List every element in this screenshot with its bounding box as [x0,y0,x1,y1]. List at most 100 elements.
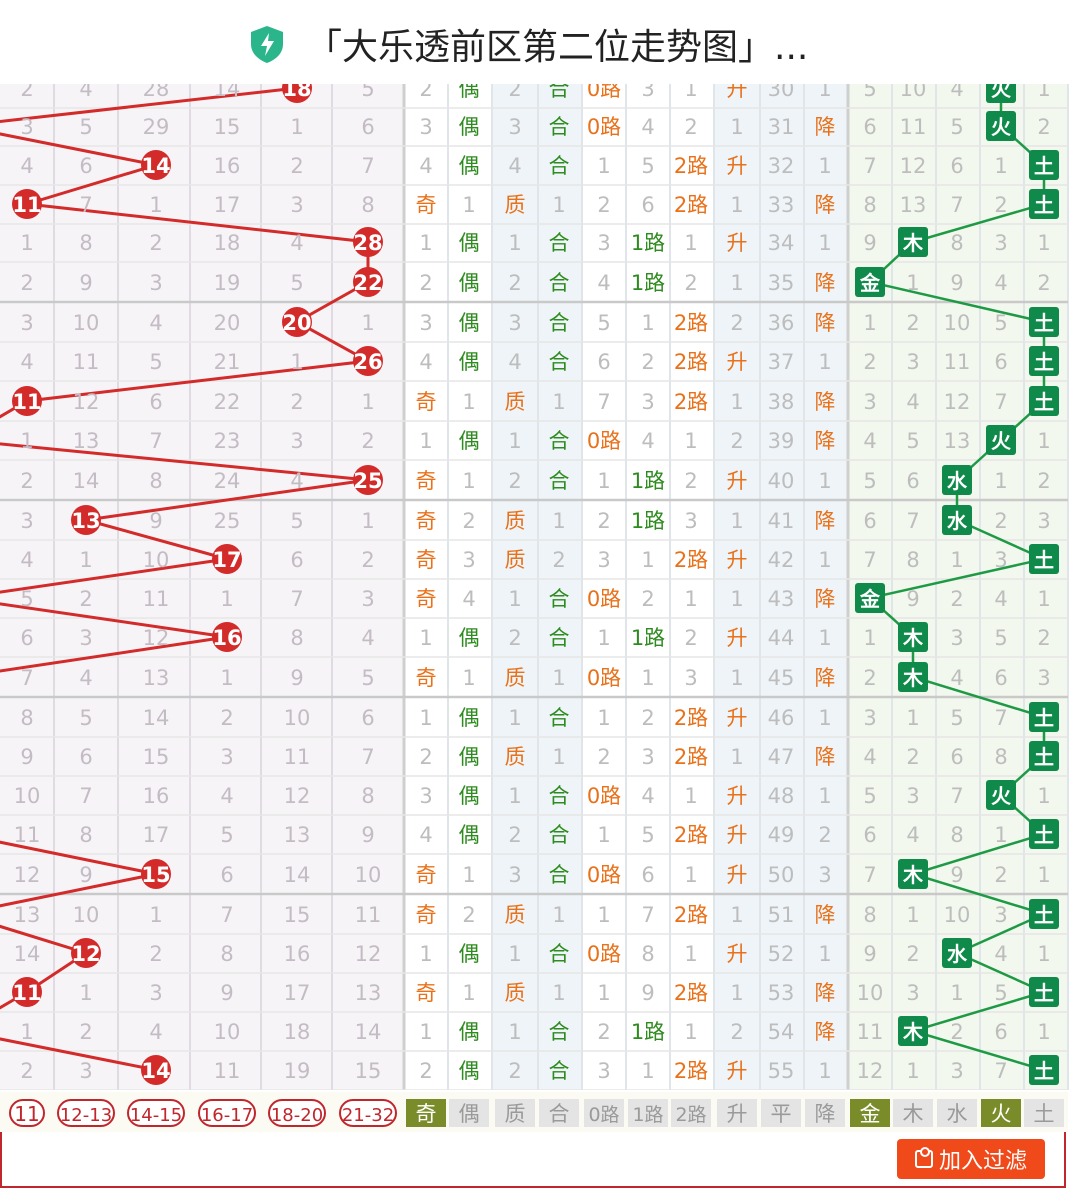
filter-pill [57,1099,115,1127]
filter-option[interactable]: 12-13 [57,1099,115,1127]
zone-miss-value: 5 [290,271,303,295]
element-miss-value: 6 [950,745,963,769]
filter-option[interactable]: 21-32 [339,1099,397,1127]
cell-value: 3 [419,784,432,808]
fall-marker: 降 [815,193,836,217]
filter-option[interactable]: 0路 [584,1099,624,1127]
element-label: 土 [1034,154,1054,178]
element-miss-value: 6 [906,469,919,493]
cell-value: 46 [768,706,795,730]
filter-option[interactable]: 合 [539,1099,579,1127]
filter-option[interactable]: 土 [1024,1099,1064,1127]
element-miss-value: 2 [906,942,919,966]
cell-value: 1 [462,666,475,690]
cell-value: 3 [818,863,831,887]
filter-option[interactable]: 平 [761,1099,801,1127]
even-marker: 偶 [459,429,480,453]
element-box [1029,702,1059,732]
add-filter-button[interactable]: 加入过滤 [897,1139,1045,1179]
filter-label: 降 [815,1102,836,1126]
cell-value: 43 [768,587,795,611]
zone-miss-value: 12 [284,784,311,808]
filter-option[interactable]: 水 [937,1099,977,1127]
element-miss-value: 9 [950,863,963,887]
fall-marker: 降 [815,509,836,533]
filter-option[interactable]: 降 [805,1099,845,1127]
ball-trend-line [0,86,373,1072]
element-miss-value: 6 [994,1020,1007,1044]
filter-option[interactable]: 14-15 [127,1099,185,1127]
cell-value: 1 [684,231,697,255]
zone-miss-value: 15 [284,903,311,927]
filter-option[interactable]: 金 [850,1099,890,1127]
ball-circle [141,859,171,889]
filter-pill [198,1099,256,1127]
filter-option[interactable]: 18-20 [268,1099,326,1127]
element-box [1029,741,1059,771]
filter-option[interactable]: 2路 [671,1099,711,1127]
filter-option[interactable]: 火 [981,1099,1021,1127]
zone-miss-value: 4 [149,1020,162,1044]
filter-label: 14-15 [130,1105,182,1126]
cell-value: 1 [730,745,743,769]
zone-miss-value: 13 [73,429,100,453]
filter-option[interactable]: 升 [717,1099,757,1127]
filter-label: 2路 [675,1104,706,1126]
element-miss-value: 11 [944,350,971,374]
element-miss-value: 8 [863,193,876,217]
element-miss-value: 11 [900,115,927,139]
filter-option[interactable]: 奇 [406,1099,446,1127]
route-marker: 0路 [587,84,621,101]
route-marker: 2路 [674,706,708,730]
element-label: 土 [1034,1059,1054,1083]
element-miss-value: 13 [944,429,971,453]
cell-value: 38 [768,390,795,414]
filter-option[interactable]: 木 [893,1099,933,1127]
cell-value: 1 [684,942,697,966]
filter-option[interactable]: 1路 [628,1099,668,1127]
element-label: 木 [902,1020,924,1044]
zone-miss-value: 11 [143,587,170,611]
even-marker: 偶 [459,942,480,966]
zone-miss-value: 19 [214,271,241,295]
odd-marker: 奇 [416,587,437,611]
zone-miss-value: 21 [214,350,241,374]
cell-value: 1 [684,863,697,887]
element-miss-value: 1 [906,1059,919,1083]
filter-option[interactable]: 11 [9,1099,45,1127]
filter-option[interactable]: 质 [495,1099,535,1127]
filter-option[interactable]: 偶 [449,1099,489,1127]
title-bar: 「大乐透前区第二位走势图」... [0,0,1080,84]
even-marker: 偶 [459,1020,480,1044]
filter-option[interactable]: 16-17 [198,1099,256,1127]
zone-miss-value: 8 [79,231,92,255]
